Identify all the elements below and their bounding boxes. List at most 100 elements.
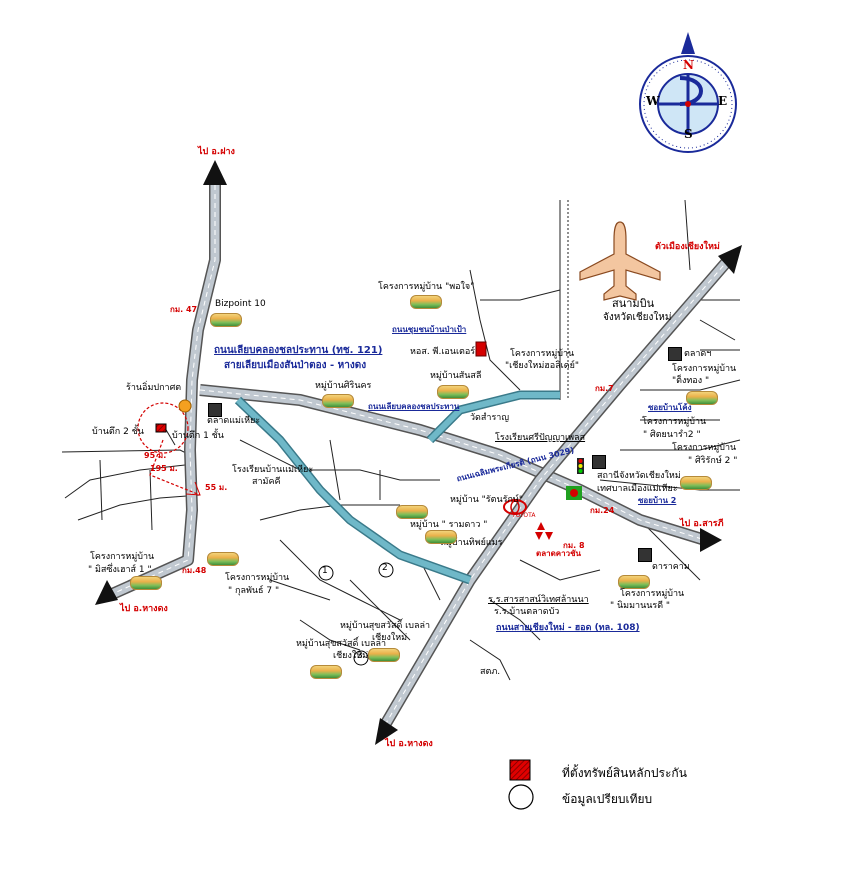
moo-sirinakorn-thumb	[322, 394, 354, 408]
canal	[234, 390, 560, 585]
proj-nim-thumb	[618, 575, 650, 589]
village-pornjai-label: โครงการหมู่บ้าน "พอใจ"	[378, 282, 475, 292]
airplane-icon	[579, 221, 661, 301]
legend-property-label: ที่ตั้งทรัพย์สินหลักประกัน	[562, 766, 687, 780]
moo-suksawat-label: หมู่บ้านสุขสวัสดิ์ เบลล่า	[340, 621, 431, 631]
moo-suksawat4-label: เชียงใหม่	[333, 651, 369, 661]
compass-s: S	[684, 127, 693, 141]
proj-siri2b-label: " ศิริรักษ์ 2 "	[688, 456, 738, 466]
dest-north: ไป อ.ฝาง	[198, 147, 235, 157]
moo-suksawat2-label: เชียงใหม่	[372, 633, 408, 643]
kankok-label: ตลาดคาวชัน	[536, 549, 582, 558]
comparison-3: 3	[357, 651, 363, 661]
legend-property-swatch	[509, 759, 531, 781]
moo-rattanarak-thumb	[396, 505, 428, 519]
school-rr-label: ร.ร.สารสาสน์วิเทศล้านนา	[488, 595, 589, 605]
moo-suksawat3-label: หมู่บ้านสุขสวัสดิ์ เบลล่า	[296, 639, 387, 649]
moo-sansai-thumb	[437, 385, 469, 399]
moo-ramkaew-thumb	[425, 530, 457, 544]
proj-elev-label: โครงการหมู่บ้าน	[672, 364, 737, 374]
dest-south: ไป อ.หางดง	[385, 739, 433, 749]
km-24: กม.24	[590, 506, 615, 515]
proj-elev-thumb	[686, 391, 718, 405]
hospital-label: หอส. พี.เอนเตอร์	[410, 347, 476, 357]
dist-95-label: 95 ม.	[144, 451, 167, 460]
comparison-1: 1	[322, 566, 328, 576]
legend-comparison-label: ข้อมูลเปรียบเทียบ	[562, 792, 653, 806]
moo-sansai-label: หมู่บ้านสันสลี	[430, 371, 482, 381]
toyota-label: TOYOTA	[512, 512, 536, 519]
darakam-label: ดาราคาม	[652, 562, 690, 572]
school-maehia-label: โรงเรียนบ้านแม่เหียะ	[232, 465, 314, 475]
moo-rattanarak-label: หมู่บ้าน "รัตนรักษ์"	[450, 495, 523, 505]
airport-title: สนามบิน	[612, 297, 655, 310]
wat-label: วัดสำราญ	[470, 413, 510, 423]
proj-sit-label: โครงการหมู่บ้าน	[642, 417, 707, 427]
market-icon	[208, 403, 222, 417]
arrows	[95, 160, 742, 745]
bizpoint-label: Bizpoint 10	[215, 299, 266, 309]
proj-cm-label: โครงการหมู่บ้าน	[510, 349, 575, 359]
proj-siri2-thumb	[680, 476, 712, 490]
proj-kudpan-label: โครงการหมู่บ้าน	[225, 573, 290, 583]
tessaban-label: เทศบาลเมืองแม่เหียะ	[597, 484, 678, 494]
compass-w: W	[646, 94, 660, 108]
shop-label: ร้านอิ่มปกาศต	[126, 383, 182, 393]
market-label: ตลาดแม่เหียะ	[207, 416, 261, 426]
tessaban-icon	[668, 347, 682, 361]
proj-nim-label: โครงการหมู่บ้าน	[620, 589, 685, 599]
proj-nim2-label: " นิมมานนรดี "	[610, 601, 671, 611]
proj-kudpan2-label: " กุลพันธ์ 7 "	[228, 586, 280, 596]
proj-sit2-label: " ศิตยนารำ2 "	[643, 430, 701, 440]
proj-mis-label: โครงการหมู่บ้าน	[90, 552, 155, 562]
office-label: สถานีจังหวัดเชียงใหม่	[597, 471, 681, 481]
dest-northeast: ตัวเมืองเชียงใหม่	[655, 242, 720, 252]
school-siri-label: โรงเรียนศรีปัญญาเพลส	[495, 433, 586, 443]
compass-n: N	[683, 58, 694, 72]
proj-mis2-label: " มิสซึ่งเฮาส์ 1 "	[88, 565, 152, 575]
dest-southwest: ไป อ.หางดง	[120, 604, 168, 614]
proj-elev2-label: "ต็งทอง "	[672, 376, 710, 386]
moo-suksawat-thumb	[368, 648, 400, 662]
proj-siri2-label: โครงการหมู่บ้าน	[672, 443, 737, 453]
km-48: กม.48	[182, 566, 207, 575]
school-sub-label: สามัคคี	[252, 477, 281, 487]
highway-north-south	[107, 185, 221, 601]
proj-kudpan-thumb	[207, 552, 239, 566]
road-canal-label: ถนนเลียบคลองชลประทาน (ทช. 121)	[214, 345, 383, 356]
road-canal-short-label: ถนนเลียบคลองชลประทาน	[368, 402, 460, 411]
highway-east-west	[199, 384, 707, 546]
compass-e: E	[718, 94, 728, 108]
village-pornjai-thumb	[410, 295, 442, 309]
road-huai-label: ถนนชุมชนบ้านป่าเป้า	[392, 325, 467, 334]
police-label: สตภ.	[480, 667, 501, 677]
proj-cm2-label: "เชียงใหม่ฮอลิเดย์"	[505, 361, 579, 371]
dist-55-label: 55 ม.	[205, 483, 228, 492]
school-baan-label: ร.ร.บ้านตลาดบัว	[494, 607, 560, 617]
darakam-icon	[638, 548, 652, 562]
road-canal-line-label: สายเลียบเมืองสันป่าตอง - หางดง	[224, 360, 367, 371]
highway-diagonal	[379, 254, 735, 729]
house1-label: บ้านตึก 1 ชั้น	[172, 431, 224, 441]
road-108-label: ถนนสายเชียงใหม่ - ฮอด (ทล. 108)	[496, 623, 640, 633]
moo-tiparm-label: หมู่บ้านทิพย์แมร	[440, 538, 503, 548]
house2-label: บ้านตึก 2 ชั้น	[92, 427, 144, 437]
dist-195-label: 195 ม.	[150, 464, 178, 473]
legend-comparison-swatch	[508, 784, 534, 810]
office-icon	[592, 455, 606, 469]
km-7: กม.7	[595, 384, 614, 393]
dest-east: ไป อ.สารภี	[680, 519, 724, 529]
soi-label: ซอยบ้านโค้ง	[648, 403, 692, 412]
minor-roads	[61, 199, 741, 681]
bizpoint-thumb	[210, 313, 242, 327]
moo-suksawat2-thumb	[310, 665, 342, 679]
property-radius	[137, 402, 189, 454]
comparison-2: 2	[382, 563, 388, 573]
compass-icon	[639, 32, 737, 153]
airport-subtitle: จังหวัดเชียงใหม่	[603, 312, 672, 323]
moo-ramkaew-label: หมู่บ้าน " รามดาว "	[410, 520, 488, 530]
proj-mis-thumb	[130, 576, 162, 590]
km-47: กม. 47	[170, 305, 198, 314]
